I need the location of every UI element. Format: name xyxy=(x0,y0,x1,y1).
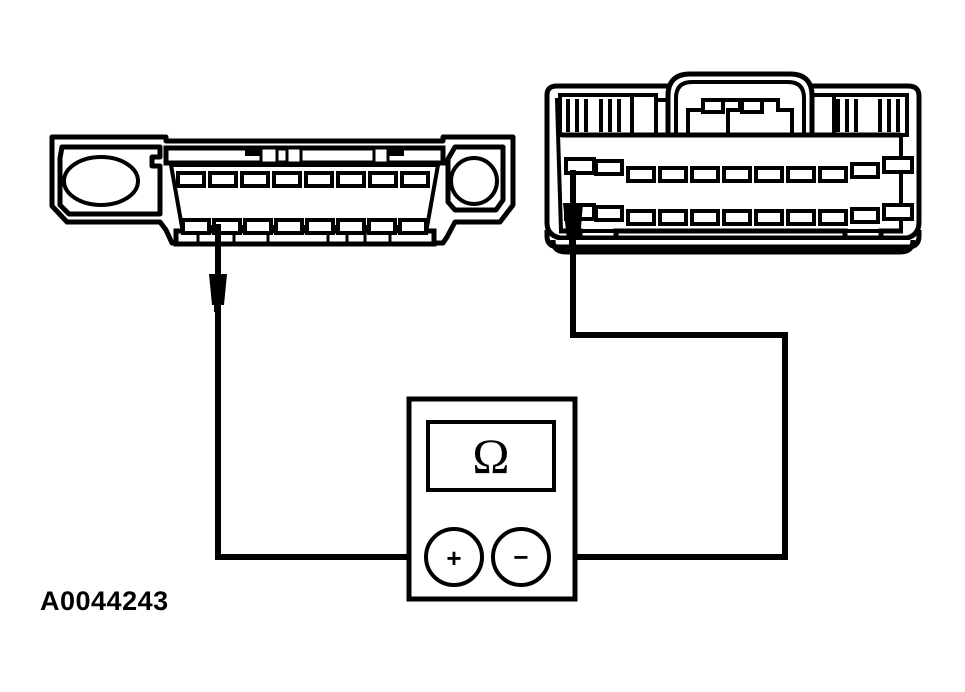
rib-block-right xyxy=(809,93,909,137)
left-bottom-pin-3 xyxy=(243,218,273,235)
right-top-pin-2 xyxy=(594,159,624,176)
right-bottom-pin-5 xyxy=(690,209,720,226)
left-bottom-pin-6 xyxy=(336,218,366,235)
right-bottom-pin-8 xyxy=(786,209,816,226)
left-top-pin-1 xyxy=(176,171,206,188)
top-rail-slot-1 xyxy=(259,146,279,165)
ohmmeter-display xyxy=(426,420,556,492)
right-probe-body xyxy=(563,203,583,240)
ohm-symbol: Ω xyxy=(472,428,509,484)
negative-lead-wire xyxy=(545,212,788,560)
right-top-pin-6 xyxy=(722,166,752,183)
right-bottom-pin-3 xyxy=(626,209,656,226)
left-connector-top-pin-row xyxy=(176,171,430,188)
right-top-pin-11 xyxy=(882,156,914,174)
positive-terminal[interactable] xyxy=(424,527,484,587)
right-top-pin-3 xyxy=(626,166,656,183)
ohmmeter[interactable]: Ω + − xyxy=(406,396,578,602)
left-top-pin-6 xyxy=(336,171,366,188)
right-bottom-pin-2 xyxy=(594,205,624,222)
right-bottom-pin-7 xyxy=(754,209,784,226)
positive-lead-wire xyxy=(215,281,435,560)
left-bottom-pin-8 xyxy=(398,218,428,235)
top-left-rib-group xyxy=(558,93,658,137)
right-bottom-pin-10 xyxy=(850,207,880,224)
right-bottom-pin-9 xyxy=(818,209,848,226)
left-bottom-pin-7 xyxy=(367,218,397,235)
right-connector-base-inner xyxy=(544,230,922,250)
right-probe-tip xyxy=(563,170,583,252)
top-rail-notch-1 xyxy=(245,148,261,156)
right-bottom-pin-11 xyxy=(882,203,914,221)
left-probe-shaft xyxy=(215,224,221,274)
left-top-pin-8 xyxy=(400,171,430,188)
right-connector xyxy=(544,71,922,255)
latch-slot-left xyxy=(701,98,725,114)
left-top-pin-7 xyxy=(368,171,398,188)
right-top-pin-4 xyxy=(658,166,688,183)
negative-terminal[interactable] xyxy=(491,527,551,587)
right-probe-point xyxy=(569,236,576,252)
right-top-pin-7 xyxy=(754,166,784,183)
left-probe-point xyxy=(214,300,221,312)
left-top-pin-2 xyxy=(208,171,238,188)
left-oval-mount-hole xyxy=(62,155,140,207)
right-top-pin-5 xyxy=(690,166,720,183)
left-top-pin-3 xyxy=(240,171,270,188)
positive-terminal-label: + xyxy=(446,543,461,573)
left-probe-tip xyxy=(209,224,227,312)
right-top-pin-10 xyxy=(850,162,880,179)
left-top-pin-5 xyxy=(304,171,334,188)
left-connector-bottom-pin-row xyxy=(181,218,428,235)
left-bottom-pin-4 xyxy=(274,218,304,235)
top-rail-slot-2 xyxy=(285,146,303,165)
top-right-rib-group xyxy=(809,93,909,137)
right-probe-shaft xyxy=(570,170,576,210)
negative-terminal-label: − xyxy=(513,542,528,572)
right-top-pin-9 xyxy=(818,166,848,183)
right-top-pin-8 xyxy=(786,166,816,183)
figure-id-label: A0044243 xyxy=(40,586,169,616)
right-bottom-pin-4 xyxy=(658,209,688,226)
left-connector xyxy=(49,134,516,247)
right-round-mount-hole xyxy=(449,156,499,206)
top-rail-notch-2 xyxy=(388,148,404,156)
latch-slot-right xyxy=(740,98,764,114)
left-top-pin-4 xyxy=(272,171,302,188)
left-bottom-pin-1 xyxy=(181,218,211,235)
right-connector-top-pin-row xyxy=(564,156,914,183)
left-probe-body xyxy=(209,274,227,305)
left-bottom-pin-5 xyxy=(305,218,335,235)
top-rail-slot-3 xyxy=(372,146,390,165)
right-bottom-pin-6 xyxy=(722,209,752,226)
